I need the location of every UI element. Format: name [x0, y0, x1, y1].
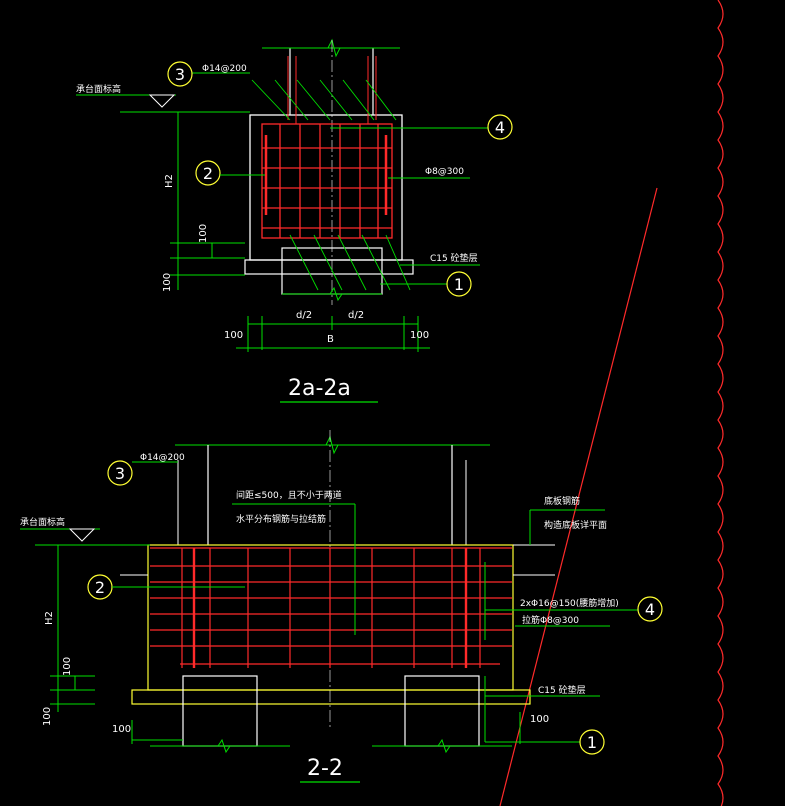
dim-100-c-label-2-2: 100 [112, 724, 131, 735]
dim-d2-right-label: d/2 [348, 310, 364, 321]
dim-h2-label-2-2: H2 [44, 611, 55, 625]
cushion-layer-2-2 [131, 689, 531, 705]
dim-100-left-label: 100 [224, 330, 243, 341]
callout-4-circle [487, 114, 513, 140]
callout-3-label: 3 [175, 65, 185, 84]
revision-cloud-edge [717, 0, 724, 806]
callout-3-label-2-2: 3 [115, 464, 125, 483]
callout-2-label: 2 [203, 164, 213, 183]
slab-note-line-1: 底板钢筋 [544, 495, 580, 507]
stirrup-label: Φ8@300 [425, 167, 464, 177]
pile-left [182, 675, 258, 747]
elevation-triangle [148, 94, 176, 108]
diagonal-section-cut-line [499, 187, 658, 806]
section-2a-title: 2a-2a [288, 376, 351, 401]
dim-100-right-label: 100 [410, 330, 429, 341]
dim-100-b-label: 100 [162, 273, 173, 292]
callout-4-label-2-2: 4 [645, 600, 655, 619]
dim-100-b-label-2-2: 100 [42, 707, 53, 726]
section-2-2-title: 2-2 [307, 756, 343, 781]
callout-2-label-2-2: 2 [95, 578, 105, 597]
callout-4-label: 4 [495, 118, 505, 137]
dim-b-label: B [327, 334, 334, 345]
cushion-note-label-2-2: C15 砼垫层 [538, 684, 586, 696]
elevation-mark-label-2-2: 承台面标高 [20, 516, 65, 528]
rebar-note-line-1: 2xΦ16@150(腰筋增加) [520, 597, 619, 609]
callout-1-circle [446, 271, 472, 297]
spacing-note-line-1: 间距≤500，且不小于两道 [236, 489, 342, 501]
section-2a-2a: 3 Φ14@200 承台面标高 2 4 Φ8@300 C15 砼垫层 1 [76, 38, 513, 403]
dim-100-a-label-2-2: 100 [62, 657, 73, 676]
dim-100-d-label-2-2: 100 [530, 714, 549, 725]
callout-1-label-2-2: 1 [587, 733, 597, 752]
callout-4-circle-2-2 [637, 596, 663, 622]
elevation-mark-label: 承台面标高 [76, 83, 121, 95]
dim-h2-label: H2 [164, 174, 175, 188]
dim-100-a-label: 100 [198, 224, 209, 243]
rebar-note-line-2: 拉筋Φ8@300 [522, 614, 579, 626]
callout-1-circle-2-2 [579, 729, 605, 755]
cushion-layer [244, 259, 414, 275]
dim-d2-left-label: d/2 [296, 310, 312, 321]
rebar-top-label-2-2: Φ14@200 [140, 453, 185, 463]
spacing-note-line-2: 水平分布钢筋与拉结筋 [236, 513, 326, 525]
callout-3-circle-2-2 [107, 460, 133, 486]
pile-right [404, 675, 480, 747]
rebar-top-label: Φ14@200 [202, 64, 247, 74]
callout-1-label: 1 [454, 275, 464, 294]
callout-3-circle [167, 61, 193, 87]
elevation-triangle-2-2 [68, 528, 96, 542]
cushion-note-label: C15 砼垫层 [430, 252, 478, 264]
rebar-grid-2-2 [150, 547, 512, 668]
slab-note-line-2: 构造底板详平面 [544, 519, 607, 531]
section-2-2: 3 Φ14@200 承台面标高 2 间距≤500，且不小于两道 水平分布钢筋与拉… [20, 430, 663, 783]
callout-2-circle [195, 160, 221, 186]
rebar-cage-2a [261, 123, 393, 239]
